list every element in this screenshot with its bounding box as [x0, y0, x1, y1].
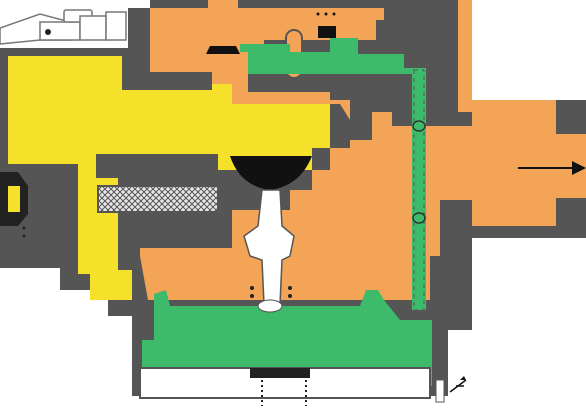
side-nut — [0, 172, 28, 238]
filter-mesh-icon — [97, 185, 219, 213]
diaphragm-icon — [139, 367, 445, 406]
valve-seat — [230, 156, 312, 190]
valve-plug — [243, 189, 295, 313]
top-valve-stem — [206, 12, 336, 54]
flow-arrow-icon — [518, 161, 586, 175]
control-line — [142, 38, 432, 386]
inlet-gauge-fitting — [0, 9, 127, 45]
needle-valve-icon — [449, 376, 467, 393]
